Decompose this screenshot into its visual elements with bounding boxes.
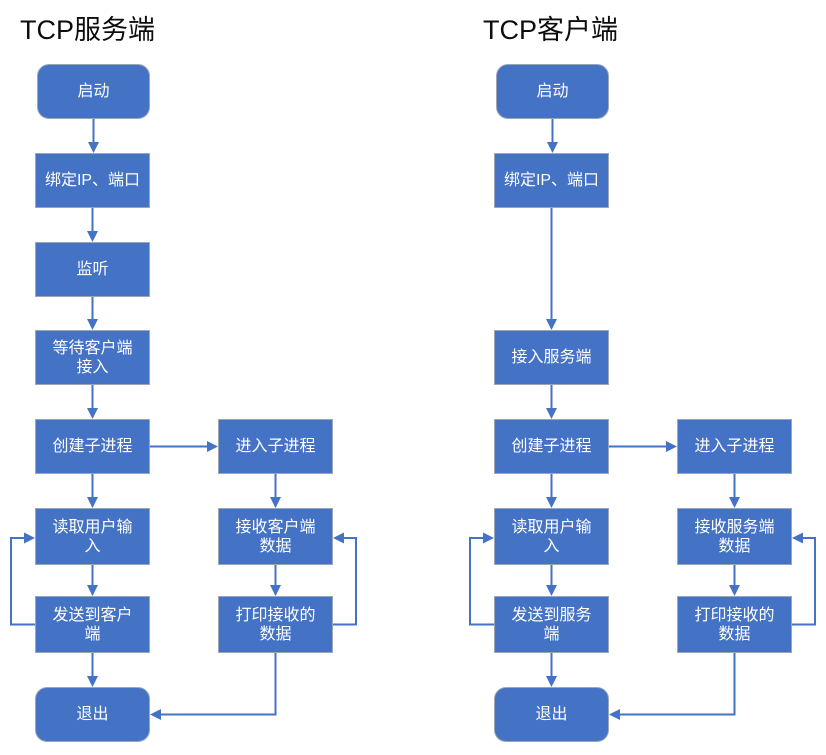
flow-node-c-bind: 绑定IP、端口 — [494, 153, 609, 208]
flow-node-label: 发送到服务 端 — [511, 606, 592, 643]
flow-node-s-exit: 退出 — [35, 687, 150, 742]
flow-node-s-print: 打印接收的 数据 — [218, 596, 333, 653]
flow-node-c-child: 进入子进程 — [677, 419, 792, 474]
flow-node-c-exit: 退出 — [494, 687, 609, 742]
flow-node-label: 退出 — [76, 706, 109, 723]
flow-node-label: 接入服务端 — [511, 349, 592, 366]
flow-node-s-bind: 绑定IP、端口 — [35, 153, 150, 208]
flow-node-label: 打印接收的 数据 — [235, 606, 316, 643]
flow-node-label: 启动 — [536, 83, 569, 100]
flow-node-label: 打印接收的 数据 — [694, 606, 775, 643]
flow-node-s-fork: 创建子进程 — [35, 419, 150, 474]
flow-node-c-start: 启动 — [496, 64, 609, 119]
flow-node-s-listen: 监听 — [35, 242, 150, 297]
flow-node-c-recv: 接收服务端 数据 — [677, 508, 792, 565]
page-title-server: TCP服务端 — [20, 15, 155, 45]
flow-node-label: 绑定IP、端口 — [503, 172, 600, 189]
flow-node-label: 监听 — [76, 261, 109, 278]
flow-node-label: 读取用户输 入 — [511, 518, 592, 555]
panel-tcp-client: TCP客户端 — [413, 0, 826, 755]
flow-node-c-read: 读取用户输 入 — [494, 508, 609, 565]
flow-node-label: 启动 — [77, 83, 110, 100]
flow-node-c-connect: 接入服务端 — [494, 330, 609, 385]
flow-node-s-read: 读取用户输 入 — [35, 508, 150, 565]
flow-node-s-send: 发送到客户 端 — [35, 596, 150, 653]
flow-node-s-child: 进入子进程 — [218, 419, 333, 474]
flow-node-label: 创建子进程 — [52, 438, 133, 455]
panel-tcp-server: TCP服务端 — [20, 15, 155, 45]
flow-node-label: 接收服务端 数据 — [694, 518, 775, 555]
flow-node-s-recv: 接收客户端 数据 — [218, 508, 333, 565]
flow-node-c-send: 发送到服务 端 — [494, 596, 609, 653]
flow-node-c-fork: 创建子进程 — [494, 419, 609, 474]
page-title-client: TCP客户端 — [483, 15, 618, 45]
flow-node-label: 等待客户端 接入 — [52, 339, 133, 376]
flow-node-label: 创建子进程 — [511, 438, 592, 455]
flow-node-label: 读取用户输 入 — [52, 518, 133, 555]
flow-node-label: 发送到客户 端 — [52, 606, 133, 643]
flow-node-label: 进入子进程 — [694, 438, 775, 455]
flow-node-label: 退出 — [535, 706, 568, 723]
flow-node-label: 接收客户端 数据 — [235, 518, 316, 555]
flow-node-s-wait: 等待客户端 接入 — [35, 330, 150, 385]
flow-node-c-print: 打印接收的 数据 — [677, 596, 792, 653]
flow-node-label: 进入子进程 — [235, 438, 316, 455]
flow-node-label: 绑定IP、端口 — [44, 172, 141, 189]
flow-node-s-start: 启动 — [37, 64, 150, 119]
